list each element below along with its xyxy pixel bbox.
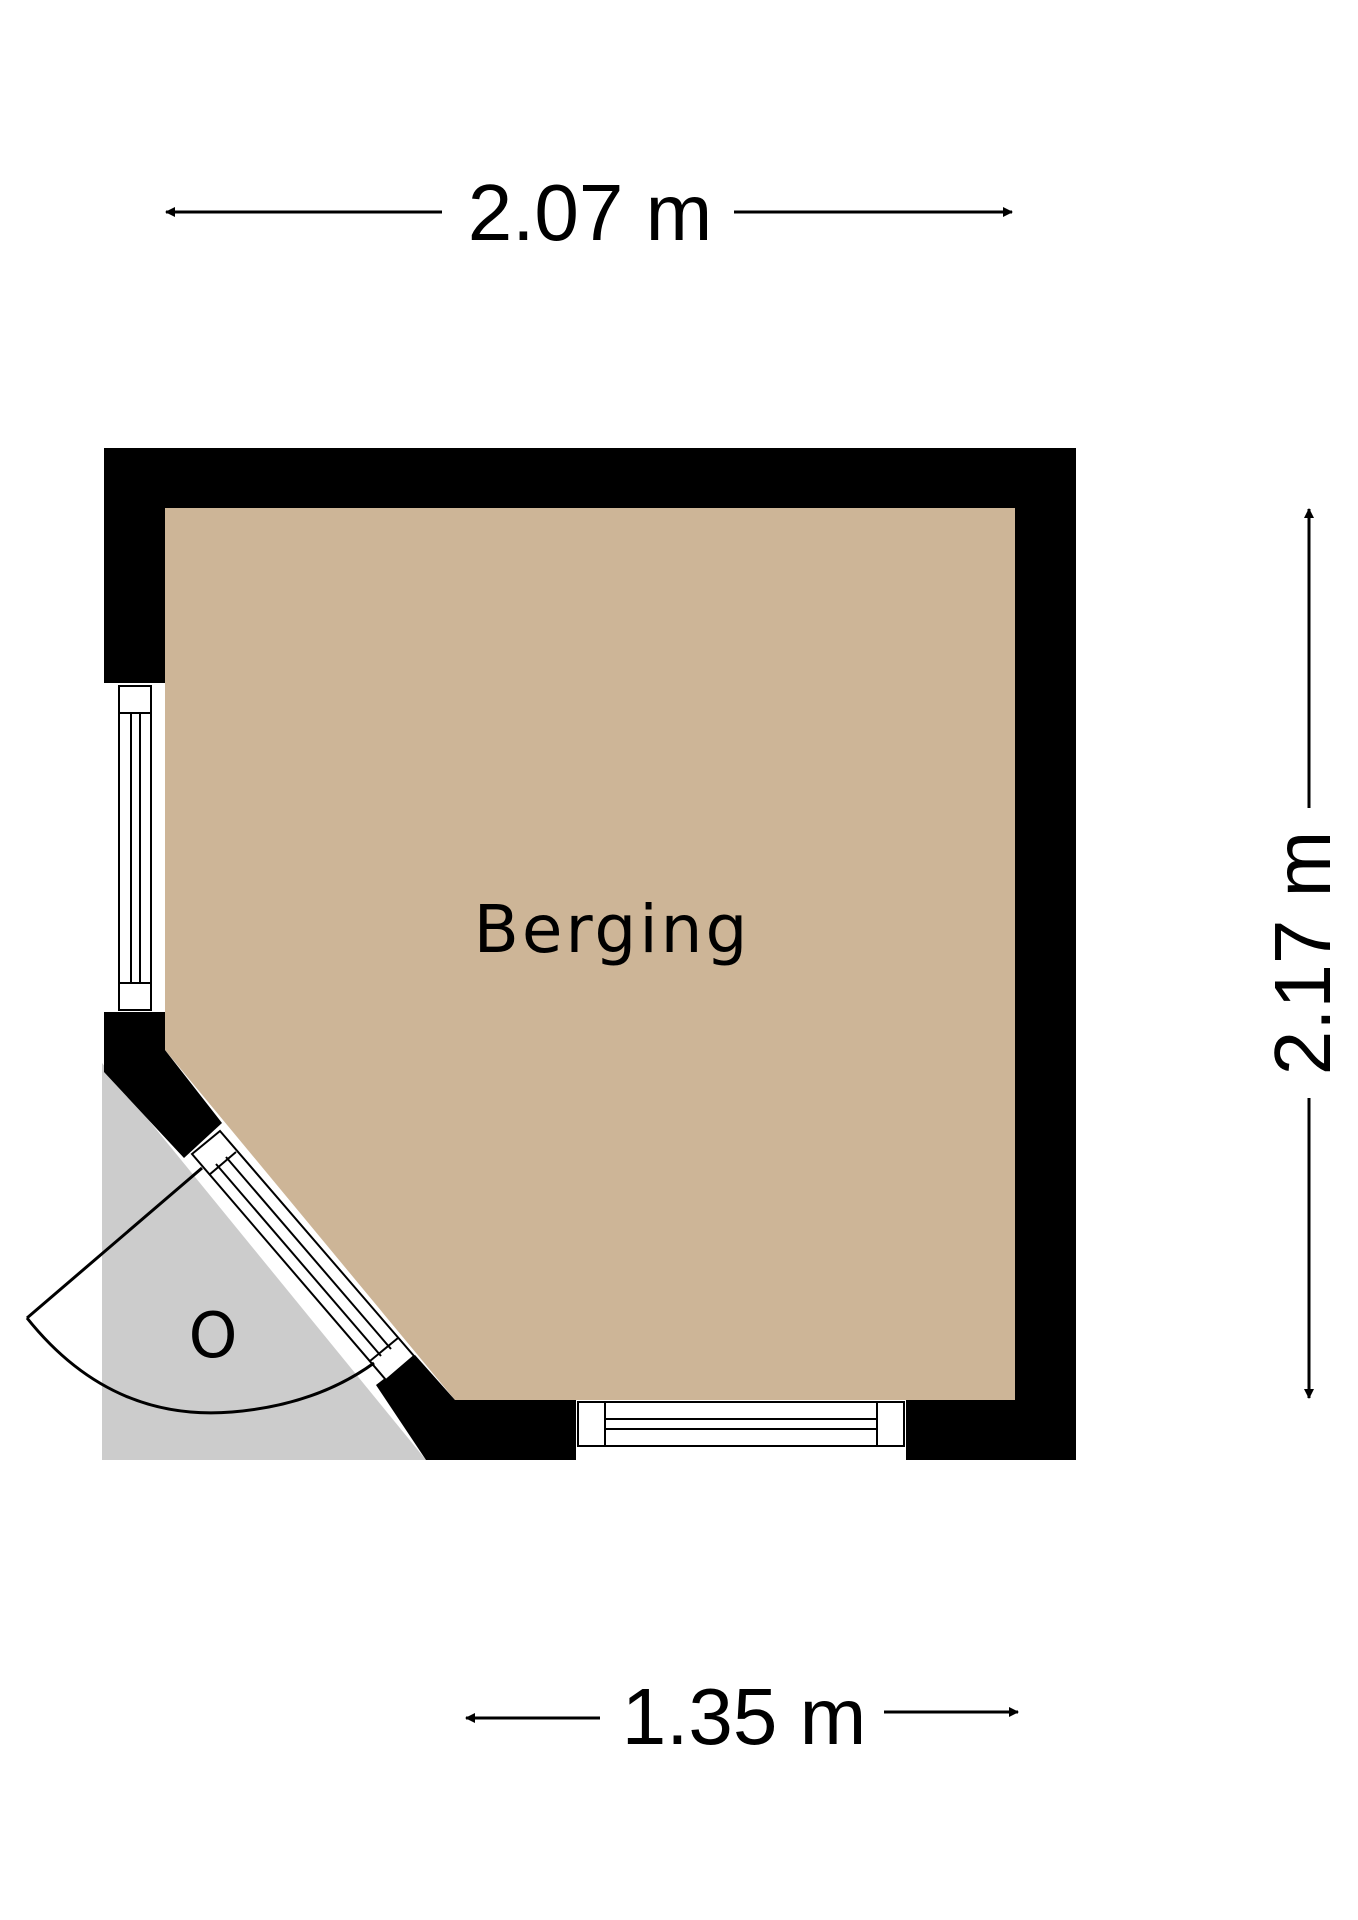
wall-bottom-right	[906, 1400, 1076, 1460]
window-left	[118, 685, 152, 1011]
wall-left-upper	[104, 448, 165, 683]
door-leaf	[26, 1166, 203, 1320]
door-swing-arc	[25, 1317, 375, 1415]
dimension-top-label: 2.07 m	[468, 168, 713, 257]
dimension-right-label: 2.17 m	[1258, 831, 1347, 1076]
outdoor-area	[102, 1063, 426, 1460]
dimension-bottom-label: 1.35 m	[622, 1672, 867, 1761]
dimension-top-width: 2.07 m	[165, 168, 1013, 257]
window-bottom	[577, 1401, 905, 1447]
door-frame	[190, 1129, 416, 1382]
door-swing	[25, 1166, 375, 1415]
room-label: Berging	[474, 891, 751, 968]
outdoor-label: O	[189, 1299, 238, 1372]
wall-diagonal-upper	[104, 1050, 222, 1158]
wall-right	[1015, 448, 1076, 1460]
dimension-right-height: 2.17 m	[1258, 508, 1347, 1399]
wall-top	[104, 448, 1076, 508]
dimension-bottom-width: 1.35 m	[465, 1672, 1019, 1761]
walls	[104, 448, 1076, 1460]
room-floor	[165, 508, 1015, 1400]
wall-bottom-left	[426, 1400, 576, 1460]
